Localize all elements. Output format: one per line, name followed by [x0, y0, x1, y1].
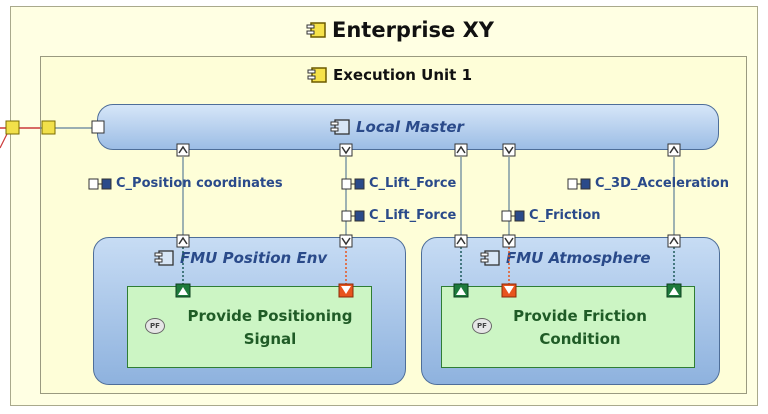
interface-label-lift-force-2[interactable]: C_Lift_Force — [341, 208, 456, 223]
provided-function-icon: PF — [472, 318, 492, 334]
local-master-title-text: Local Master — [356, 118, 464, 136]
interface-icon — [341, 210, 365, 222]
provided-function-icon: PF — [145, 318, 165, 334]
local-master-component[interactable] — [97, 104, 719, 150]
interface-label-lift-force-1[interactable]: C_Lift_Force — [341, 176, 456, 191]
interface-icon — [341, 178, 365, 190]
execution-unit-title-text: Execution Unit 1 — [333, 66, 473, 84]
function-provide-positioning-signal[interactable] — [127, 286, 372, 368]
interface-label-3d-acceleration[interactable]: C_3D_Acceleration — [567, 176, 729, 191]
interface-label-position[interactable]: C_Position coordinates — [88, 176, 283, 191]
enterprise-title: Enterprise XY — [306, 18, 494, 42]
fmu-position-env-title: FMU Position Env — [154, 248, 327, 268]
component-icon — [154, 248, 176, 268]
function-label-friction: Provide Friction Condition — [513, 307, 647, 348]
enterprise-title-text: Enterprise XY — [332, 18, 494, 42]
function-provide-friction-condition[interactable] — [441, 286, 695, 368]
fmu-atmosphere-title: FMU Atmosphere — [480, 248, 651, 268]
component-icon — [306, 20, 328, 40]
external-link — [0, 127, 11, 149]
fmu-atmosphere-title-text: FMU Atmosphere — [506, 249, 651, 267]
component-icon — [307, 65, 329, 85]
component-icon — [480, 248, 502, 268]
interface-icon — [88, 178, 112, 190]
function-label-positioning: Provide Positioning Signal — [187, 307, 353, 348]
interface-icon — [501, 210, 525, 222]
fmu-position-env-title-text: FMU Position Env — [180, 249, 328, 267]
component-icon — [330, 117, 352, 137]
interface-icon — [567, 178, 591, 190]
interface-label-friction[interactable]: C_Friction — [501, 208, 601, 223]
execution-unit-title: Execution Unit 1 — [307, 65, 472, 85]
local-master-title: Local Master — [330, 117, 464, 137]
